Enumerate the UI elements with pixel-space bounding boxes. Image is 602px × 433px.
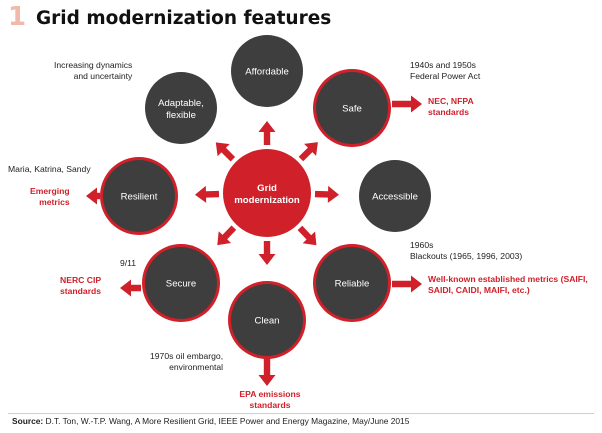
- out-arrow-resilient: [86, 187, 100, 205]
- feature-label-0: Affordable: [245, 67, 289, 78]
- feature-label-7-line2: flexible: [166, 110, 196, 121]
- feature-node-5: [145, 247, 217, 319]
- source-text: D.T. Ton, W.-T.P. Wang, A More Resilient…: [45, 416, 410, 426]
- feature-label-3: Reliable: [335, 279, 370, 290]
- center-arrow-1: [298, 142, 318, 162]
- center-arrow-3: [297, 225, 317, 246]
- note-safe-standard: NEC, NFPA standards: [428, 96, 474, 117]
- figure-number: 1: [8, 2, 27, 32]
- note-reliable-metric: Well-known established metrics (SAIFI, S…: [428, 274, 588, 295]
- page-title: Grid modernization features: [36, 8, 332, 29]
- feature-label-6: Resilient: [121, 192, 158, 203]
- note-secure: 9/11: [120, 258, 137, 268]
- center-label-line1: Grid: [257, 183, 277, 194]
- note-clean-standard: EPA emissions standards: [239, 389, 301, 410]
- out-arrow-secure: [120, 279, 141, 297]
- note-secure-standard: NERC CIP standards: [60, 275, 102, 296]
- feature-label-5: Secure: [166, 279, 196, 290]
- center-arrow-4: [258, 241, 276, 265]
- source-citation: Source: D.T. Ton, W.-T.P. Wang, A More R…: [12, 416, 409, 426]
- note-clean: 1970s oil embargo, environmental: [150, 351, 224, 372]
- center-label-line2: modernization: [234, 195, 300, 206]
- source-divider: [8, 413, 594, 414]
- source-label: Source:: [12, 416, 44, 426]
- center-arrow-2: [314, 185, 339, 203]
- feature-node-7: [145, 72, 217, 144]
- feature-node-3: [316, 247, 388, 319]
- center-arrow-5: [217, 225, 237, 246]
- note-resilient: Maria, Katrina, Sandy: [8, 164, 91, 174]
- note-safe: 1940s and 1950s Federal Power Act: [410, 60, 481, 81]
- center-arrow-6: [195, 185, 220, 203]
- out-arrow-safe: [392, 95, 422, 113]
- feature-node-2: [359, 160, 431, 232]
- out-arrow-clean: [258, 358, 276, 386]
- out-arrow-reliable: [392, 275, 422, 293]
- center-arrow-7: [215, 142, 236, 162]
- center-node: [223, 149, 311, 237]
- feature-node-1: [316, 72, 388, 144]
- feature-node-0: [231, 35, 303, 107]
- feature-label-2: Accessible: [372, 192, 418, 203]
- center-arrow-0: [258, 121, 276, 145]
- feature-label-1: Safe: [342, 104, 362, 115]
- feature-node-4: [231, 284, 303, 356]
- feature-label-7: Adaptable,: [158, 98, 204, 109]
- feature-label-4: Clean: [254, 316, 279, 327]
- note-reliable: 1960s Blackouts (1965, 1996, 2003): [410, 240, 523, 261]
- note-resilient-metric: Emerging metrics: [30, 186, 70, 207]
- feature-node-6: [103, 160, 175, 232]
- note-adaptable: Increasing dynamics and uncertainty: [54, 60, 133, 81]
